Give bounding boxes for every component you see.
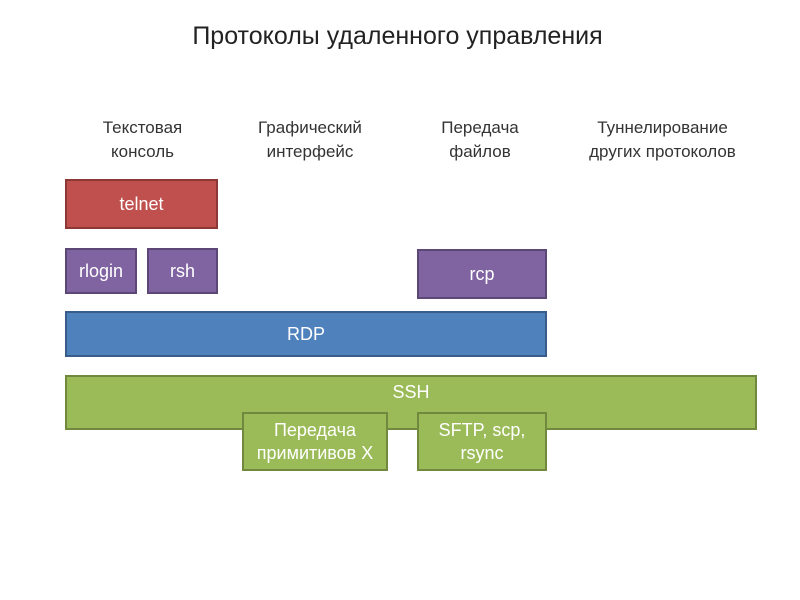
rsh-box: rsh <box>147 248 218 294</box>
ssh-file-transfer-box: SFTP, scp, rsync <box>417 412 547 471</box>
rdp-box: RDP <box>65 311 547 357</box>
page-title: Протоколы удаленного управления <box>192 22 603 50</box>
column-header-file-transfer: Передача файлов <box>441 118 519 161</box>
rlogin-box: rlogin <box>65 248 137 294</box>
column-header-graphical-interface: Графический интерфейс <box>258 118 362 161</box>
telnet-box: telnet <box>65 179 218 229</box>
ssh-box: SSH <box>65 375 757 430</box>
column-header-tunneling: Туннелирование других протоколов <box>589 118 736 161</box>
column-header-text-console: Текстовая консоль <box>102 118 183 161</box>
ssh-x-forwarding-box: Передача примитивов X <box>242 412 388 471</box>
rcp-box: rcp <box>417 249 547 299</box>
